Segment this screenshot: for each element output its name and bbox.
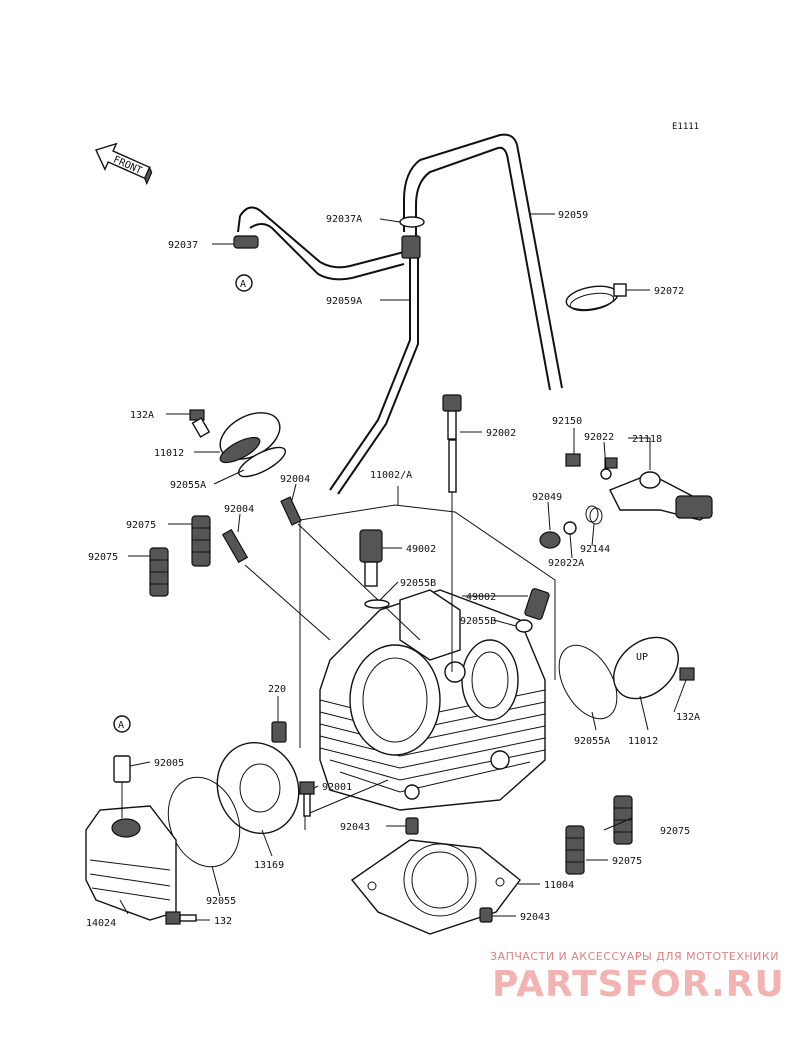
front-arrow-icon: FRONT (95, 142, 153, 186)
label-49002-b: 49002 (466, 592, 496, 603)
watermark-tagline: ЗАПЧАСТИ И АКСЕССУАРЫ ДЛЯ МОТОТЕХНИКИ (490, 950, 779, 963)
label-92072: 92072 (654, 286, 684, 297)
part-labels: 92037A 92059 92037 92059A 92072 132A 920… (86, 210, 700, 929)
label-92004-b: 92004 (224, 504, 254, 515)
label-11002A: 11002/A (370, 470, 412, 481)
damper-92075-left-b (149, 547, 169, 597)
o-ring-92055A-right (558, 644, 618, 720)
bolt-132 (165, 911, 197, 925)
label-92037: 92037 (168, 240, 198, 251)
label-92055B-b: 92055B (460, 616, 496, 627)
fitting-92005 (113, 755, 131, 818)
valve-cap-11012-top (219, 412, 287, 478)
bolt-92001 (299, 781, 315, 817)
hose-92037-branch (237, 206, 405, 281)
label-92055A-top: 92055A (170, 480, 206, 491)
label-92037A: 92037A (326, 214, 362, 225)
hose-92059A (329, 258, 419, 495)
label-132A-top: 132A (130, 410, 154, 421)
bolt-92002 (442, 394, 462, 672)
label-13169: 13169 (254, 860, 284, 871)
valve-cap-11012-right: UP (613, 636, 679, 700)
label-92055A-right: 92055A (574, 736, 610, 747)
label-92022: 92022 (584, 432, 614, 443)
bolt-92150 (565, 453, 581, 467)
label-92043-a: 92043 (340, 822, 370, 833)
label-92005: 92005 (154, 758, 184, 769)
label-92075-c: 92075 (660, 826, 690, 837)
dowel-92043-b (479, 907, 493, 923)
breather-hose-92059 (403, 133, 563, 391)
watermark-logo: PARTSFOR.RU (492, 964, 785, 1005)
ref-marker-a-top (235, 274, 253, 292)
hose-joint (401, 235, 421, 259)
pipe-49002-a (359, 529, 390, 609)
label-92055B-a: 92055B (400, 578, 436, 589)
damper-92075-right-b (565, 825, 585, 875)
label-92075-b: 92075 (88, 552, 118, 563)
label-92059: 92059 (558, 210, 588, 221)
label-11012-right: 11012 (628, 736, 658, 747)
label-220: 220 (268, 684, 286, 695)
label-92150: 92150 (552, 416, 582, 427)
label-92004-a: 92004 (280, 474, 310, 485)
label-92075-d: 92075 (612, 856, 642, 867)
bolt-132A-top (189, 409, 211, 438)
o-ring-92055 (167, 776, 241, 868)
label-92022A: 92022A (548, 558, 584, 569)
cover-13169 (216, 741, 300, 835)
washer-92022 (600, 468, 612, 480)
plug-220 (271, 721, 287, 743)
assembly-bracket (299, 504, 556, 748)
label-92075-a: 92075 (126, 520, 156, 531)
label-49002-a: 49002 (406, 544, 436, 555)
gasket-11004 (350, 839, 521, 935)
label-132A-right: 132A (676, 712, 700, 723)
clip-92037A (399, 216, 425, 228)
svg-text:UP: UP (636, 652, 648, 663)
stud-92004-a (280, 496, 421, 641)
label-92059A: 92059A (326, 296, 362, 307)
diagram-code: E1111 (672, 122, 700, 132)
cover-14024 (85, 805, 177, 921)
clamp-92072 (565, 283, 627, 312)
damper-92075-right-a (613, 795, 633, 845)
ref-marker-a-bottom-label: A (118, 720, 124, 731)
label-92043-b: 92043 (520, 912, 550, 923)
label-92049: 92049 (532, 492, 562, 503)
spring-92144 (585, 505, 603, 525)
pipe-49002-b (515, 588, 550, 633)
stud-92004-b (221, 528, 331, 641)
cylinder-head (319, 589, 546, 811)
bolt-132A-right (679, 667, 695, 681)
label-14024: 14024 (86, 918, 116, 929)
label-92055: 92055 (206, 896, 236, 907)
rocker-shaft-21118 (604, 457, 714, 521)
seal-92049 (539, 521, 577, 549)
dowel-92043-a (405, 817, 419, 835)
leader-lines (119, 213, 687, 921)
label-11004: 11004 (544, 880, 574, 891)
label-132: 132 (214, 916, 232, 927)
damper-92075-left-a (191, 515, 211, 567)
label-21118: 21118 (632, 434, 662, 445)
label-92001: 92001 (322, 782, 352, 793)
label-92002: 92002 (486, 428, 516, 439)
clip-92037 (233, 235, 259, 249)
label-92144: 92144 (580, 544, 610, 555)
ref-marker-a-bottom (113, 715, 131, 733)
ref-marker-a-top-label: A (240, 279, 246, 290)
label-11012-top: 11012 (154, 448, 184, 459)
